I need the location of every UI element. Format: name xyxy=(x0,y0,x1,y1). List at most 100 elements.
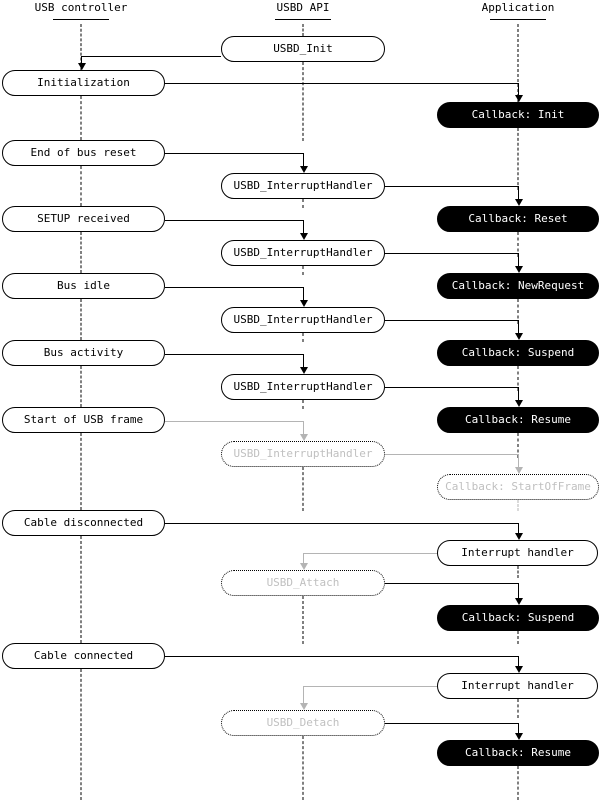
message-arrowhead-e16 xyxy=(514,666,523,673)
activity-node-n15[interactable]: Callback: Resume xyxy=(437,407,599,433)
message-arrowhead-e15 xyxy=(514,598,523,605)
activity-node-n11[interactable]: USBD_InterruptHandler xyxy=(221,307,385,333)
lifeline-segment-application xyxy=(517,766,519,800)
message-arrowhead-e18 xyxy=(514,733,523,740)
message-line-e01 xyxy=(81,56,221,57)
lifeline-segment-application xyxy=(517,500,519,511)
lifeline-segment-application xyxy=(517,24,519,102)
lifeline-segment-usbd-api xyxy=(302,596,304,644)
message-drop-e11 xyxy=(303,421,304,434)
activity-node-n25[interactable]: USBD_Detach xyxy=(221,710,385,736)
message-arrowhead-e14 xyxy=(299,563,308,570)
lifeline-segment-application xyxy=(517,232,519,257)
message-drop-e16 xyxy=(518,656,519,666)
lifeline-segment-usb-controller xyxy=(80,24,82,70)
lifeline-segment-application xyxy=(517,699,519,718)
activity-node-n03[interactable]: Callback: Init xyxy=(437,102,599,128)
lifeline-title-usb-controller: USB controller xyxy=(34,1,128,14)
lifeline-segment-application xyxy=(517,433,519,458)
message-drop-e03 xyxy=(303,153,304,166)
activity-node-n05[interactable]: USBD_InterruptHandler xyxy=(221,173,385,199)
message-drop-e04 xyxy=(518,186,519,199)
activity-node-n12[interactable]: Callback: Suspend xyxy=(437,340,599,366)
lifeline-segment-application xyxy=(517,128,519,190)
lifeline-head-bar-usb-controller xyxy=(53,19,109,20)
lifeline-segment-application xyxy=(517,299,519,324)
lifeline-segment-application xyxy=(517,631,519,644)
lifeline-segment-usb-controller xyxy=(80,433,82,510)
lifeline-segment-usbd-api xyxy=(302,736,304,800)
activity-node-n10[interactable]: Bus idle xyxy=(2,273,165,299)
lifeline-segment-usbd-api xyxy=(302,400,304,409)
message-line-e17 xyxy=(303,686,437,687)
activity-node-n24[interactable]: Interrupt handler xyxy=(437,673,598,699)
activity-node-n08[interactable]: USBD_InterruptHandler xyxy=(221,240,385,266)
lifeline-segment-usb-controller xyxy=(80,166,82,206)
message-arrowhead-e04 xyxy=(514,199,523,206)
lifeline-head-bar-application xyxy=(490,19,546,20)
message-line-e03 xyxy=(165,153,303,154)
activity-node-n22[interactable]: Callback: Suspend xyxy=(437,605,599,631)
lifeline-title-usbd-api: USBD API xyxy=(276,1,330,14)
activity-node-n14[interactable]: USBD_InterruptHandler xyxy=(221,374,385,400)
activity-node-n02[interactable]: Initialization xyxy=(2,70,165,96)
message-line-e13 xyxy=(165,523,518,524)
message-drop-e01 xyxy=(81,56,82,63)
lifeline-segment-usb-controller xyxy=(80,299,82,340)
message-drop-e09 xyxy=(303,354,304,367)
activity-node-n17[interactable]: USBD_InterruptHandler xyxy=(221,441,385,467)
activity-node-n19[interactable]: Cable disconnected xyxy=(2,510,165,536)
message-arrowhead-e08 xyxy=(514,333,523,340)
lifeline-head-bar-usbd-api xyxy=(275,19,331,20)
message-drop-e08 xyxy=(518,320,519,333)
activity-node-n26[interactable]: Callback: Resume xyxy=(437,740,599,766)
message-arrowhead-e10 xyxy=(514,400,523,407)
lifeline-segment-usb-controller xyxy=(80,669,82,800)
message-line-e15 xyxy=(385,583,518,584)
activity-node-n06[interactable]: Callback: Reset xyxy=(437,206,599,232)
message-arrowhead-e05 xyxy=(299,233,308,240)
message-arrowhead-e02 xyxy=(514,95,523,102)
message-line-e16 xyxy=(165,656,518,657)
message-arrowhead-e03 xyxy=(299,166,308,173)
activity-node-n13[interactable]: Bus activity xyxy=(2,340,165,366)
message-line-e06 xyxy=(385,253,518,254)
message-line-e08 xyxy=(385,320,518,321)
activity-node-n20[interactable]: Interrupt handler xyxy=(437,540,598,566)
message-line-e05 xyxy=(165,220,303,221)
message-line-e14 xyxy=(303,553,437,554)
activity-node-n16[interactable]: Start of USB frame xyxy=(2,407,165,433)
lifeline-segment-usb-controller xyxy=(80,232,82,273)
activity-node-n09[interactable]: Callback: NewRequest xyxy=(437,273,599,299)
activity-node-n21[interactable]: USBD_Attach xyxy=(221,570,385,596)
message-drop-e07 xyxy=(303,287,304,300)
lifeline-segment-usbd-api xyxy=(302,24,304,36)
message-arrowhead-e12 xyxy=(514,467,523,474)
activity-node-n04[interactable]: End of bus reset xyxy=(2,140,165,166)
message-line-e11 xyxy=(165,421,303,422)
lifeline-segment-usb-controller xyxy=(80,366,82,407)
message-line-e02 xyxy=(165,83,518,84)
lifeline-segment-usbd-api xyxy=(302,199,304,208)
message-line-e18 xyxy=(385,723,518,724)
message-line-e09 xyxy=(165,354,303,355)
activity-node-n18[interactable]: Callback: StartOfFrame xyxy=(437,474,599,500)
activity-node-n23[interactable]: Cable connected xyxy=(2,643,165,669)
message-line-e04 xyxy=(385,186,518,187)
lifeline-segment-usbd-api xyxy=(302,266,304,275)
message-drop-e14 xyxy=(303,553,304,563)
message-arrowhead-e01 xyxy=(77,63,86,70)
activity-node-n07[interactable]: SETUP received xyxy=(2,206,165,232)
message-arrowhead-e06 xyxy=(514,266,523,273)
message-drop-e10 xyxy=(518,387,519,400)
message-drop-e05 xyxy=(303,220,304,233)
lifeline-segment-usbd-api xyxy=(302,333,304,342)
message-arrowhead-e07 xyxy=(299,300,308,307)
lifeline-segment-usbd-api xyxy=(302,467,304,511)
lifeline-segment-usb-controller xyxy=(80,536,82,643)
message-arrowhead-e11 xyxy=(299,434,308,441)
lifeline-title-application: Application xyxy=(481,1,555,14)
activity-node-n01[interactable]: USBD_Init xyxy=(221,36,385,62)
lifeline-segment-usb-controller xyxy=(80,96,82,140)
